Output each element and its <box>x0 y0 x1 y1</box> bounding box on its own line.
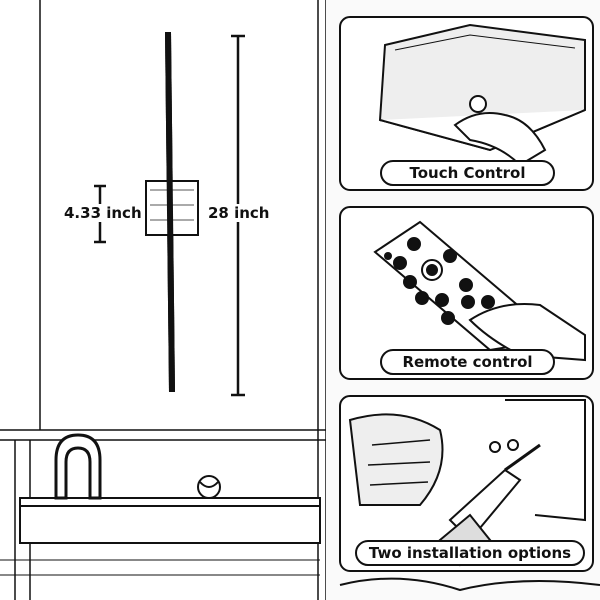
panel-remote-control <box>339 206 594 380</box>
panel-touch-control <box>339 16 594 191</box>
remote-control-icon <box>373 220 586 362</box>
touch-sensor-icon <box>378 23 586 167</box>
height-dimension-label: 28 inch <box>206 204 272 222</box>
installation-options-caption: Two installation options <box>355 540 585 566</box>
arch-decor-icon <box>54 433 102 500</box>
touch-control-caption: Touch Control <box>380 160 555 186</box>
floor-texture <box>339 577 600 592</box>
remote-control-caption: Remote control <box>380 349 555 375</box>
wall-lamp <box>145 31 199 393</box>
ball-decor-icon <box>197 475 221 499</box>
shelf <box>0 497 321 576</box>
width-dimension-label: 4.33 inch <box>62 204 144 222</box>
